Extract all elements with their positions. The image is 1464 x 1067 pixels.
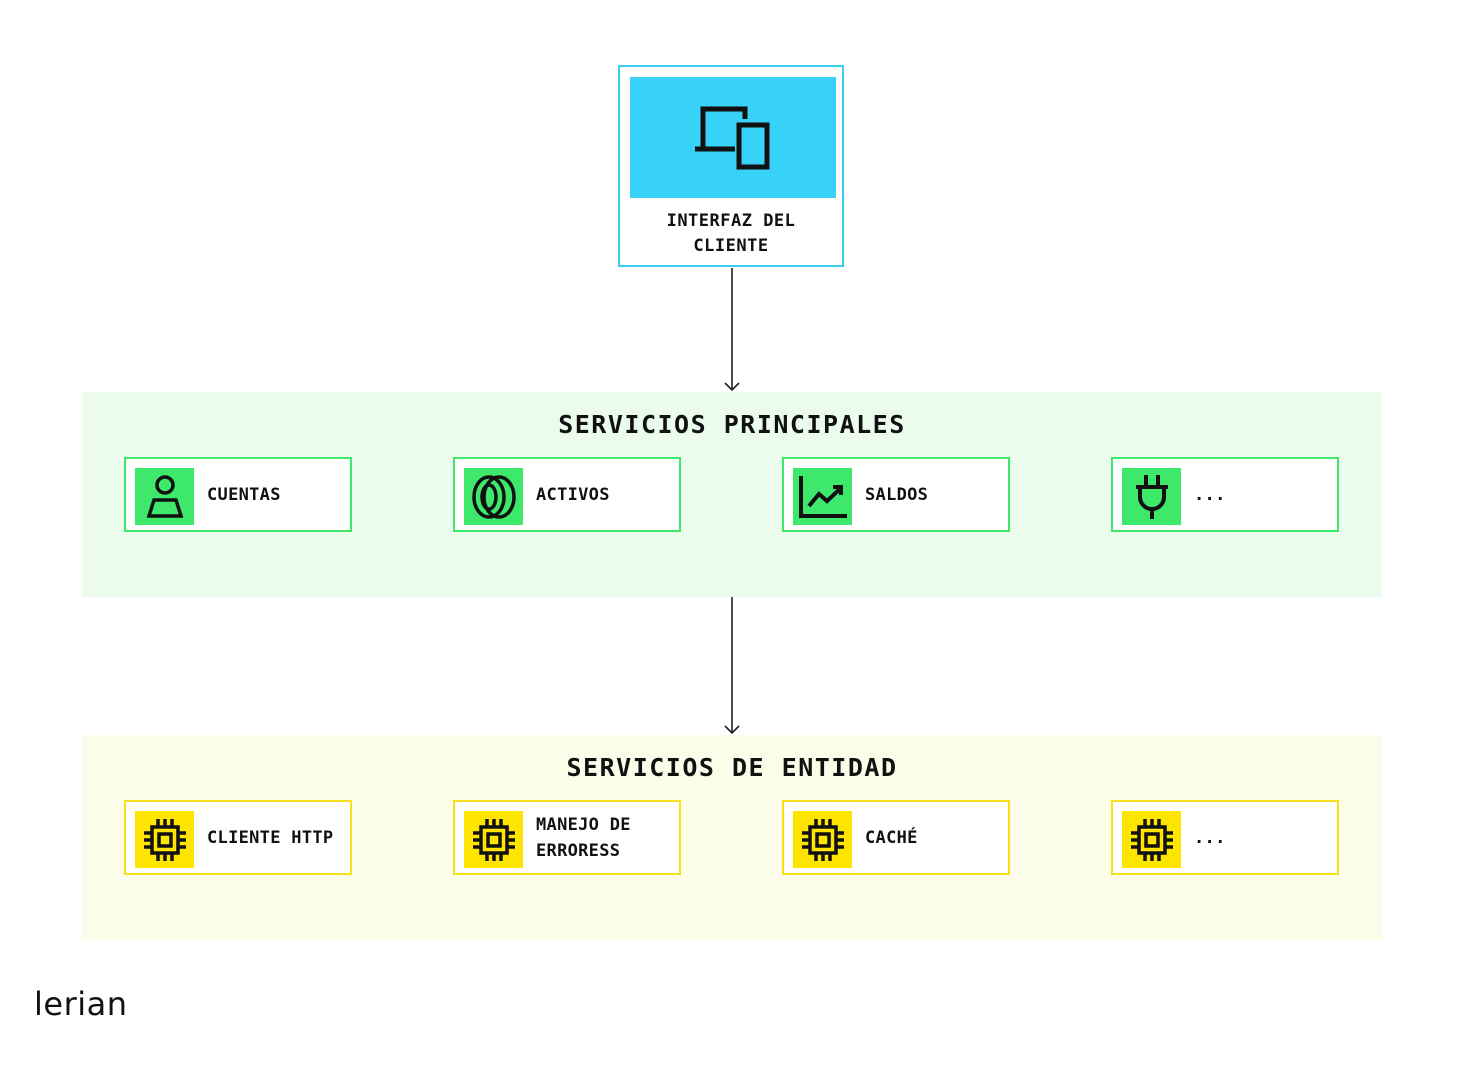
chip-icon: [1122, 811, 1181, 868]
card-label: SALDOS: [865, 484, 929, 505]
client-icon-tile: [630, 77, 836, 198]
service-card-cuentas: CUENTAS: [124, 457, 352, 532]
entity-card-manejo-errores: MANEJO DE ERRORESS: [453, 800, 681, 875]
user-icon: [135, 468, 194, 525]
chart-line-icon: [793, 468, 852, 525]
client-interface-box: INTERFAZ DEL CLIENTE: [618, 65, 844, 267]
service-card-saldos: SALDOS: [782, 457, 1010, 532]
card-label: ACTIVOS: [536, 484, 610, 505]
arrowhead-main-to-entity: [724, 725, 740, 735]
plug-icon: [1122, 468, 1181, 525]
card-label: ...: [1194, 484, 1226, 505]
entity-card-more: ...: [1111, 800, 1339, 875]
entity-services-layer: SERVICIOS DE ENTIDAD CLIENTE HTTP MANEJO…: [82, 735, 1382, 940]
service-card-activos: ACTIVOS: [453, 457, 681, 532]
main-services-title: SERVICIOS PRINCIPALES: [558, 410, 906, 439]
arrowhead-client-to-main: [724, 382, 740, 392]
card-label: ...: [1194, 827, 1226, 848]
entity-services-title: SERVICIOS DE ENTIDAD: [566, 753, 898, 782]
main-services-layer: SERVICIOS PRINCIPALES CUENTAS ACTIVOS: [82, 392, 1382, 597]
card-label: CUENTAS: [207, 484, 281, 505]
coins-icon: [464, 468, 523, 525]
chip-icon: [793, 811, 852, 868]
entity-card-cliente-http: CLIENTE HTTP: [124, 800, 352, 875]
chip-icon: [464, 811, 523, 868]
chip-icon: [135, 811, 194, 868]
devices-icon: [695, 106, 770, 169]
card-label: CACHÉ: [865, 827, 918, 848]
card-label: MANEJO DE ERRORESS: [536, 814, 631, 861]
client-interface-label: INTERFAZ DEL CLIENTE: [666, 211, 796, 256]
entity-card-cache: CACHÉ: [782, 800, 1010, 875]
card-label: CLIENTE HTTP: [207, 827, 334, 848]
service-card-more: ...: [1111, 457, 1339, 532]
brand-logo: lerian: [34, 985, 128, 1023]
